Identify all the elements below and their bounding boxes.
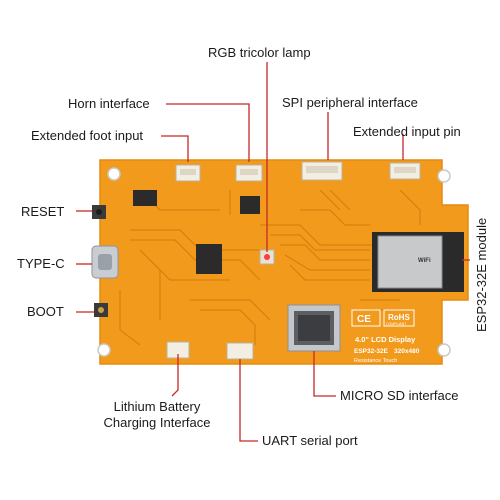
leader-horn <box>166 104 249 162</box>
label-lithium-line2: Charging Interface <box>82 416 232 430</box>
rohs-mark: RoHS <box>388 313 410 322</box>
board-model: ESP32-32E <box>354 348 389 355</box>
connector-ext-pin <box>390 163 420 179</box>
label-boot: BOOT <box>27 305 64 319</box>
rohs-sub: COMPLIANT <box>386 322 407 326</box>
microsd-slot <box>288 305 340 351</box>
ic-rgb-driver <box>240 196 260 214</box>
label-typec: TYPE-C <box>17 257 65 271</box>
label-uart: UART serial port <box>262 434 358 448</box>
label-ext-pin: Extended input pin <box>353 125 461 139</box>
mounting-hole-bl <box>98 344 110 356</box>
label-rgb-lamp: RGB tricolor lamp <box>208 46 311 60</box>
label-ext-foot: Extended foot input <box>31 129 143 143</box>
label-microsd: MICRO SD interface <box>340 389 458 403</box>
ic-center <box>196 244 222 274</box>
leader-ext-foot <box>161 136 188 162</box>
connector-ext-foot <box>176 165 200 181</box>
ce-mark: CE <box>357 314 371 325</box>
label-lithium-line1: Lithium Battery <box>82 400 232 414</box>
mounting-hole-br <box>438 344 450 356</box>
board-display-title: 4.0" LCD Display <box>355 335 416 344</box>
wifi-logo: WiFi <box>418 258 431 264</box>
connector-horn <box>236 165 262 181</box>
mounting-hole-tl <box>108 168 120 180</box>
boot-button <box>94 303 108 317</box>
connector-uart <box>227 343 253 359</box>
label-esp-module: ESP32-32E module <box>474 218 489 332</box>
label-reset: RESET <box>21 205 64 219</box>
label-horn: Horn interface <box>68 97 150 111</box>
typec-port <box>92 246 118 278</box>
label-spi: SPI peripheral interface <box>282 96 418 110</box>
rgb-lamp <box>260 250 274 264</box>
board-touch: Resistance Touch <box>354 358 397 364</box>
leader-uart <box>240 359 258 441</box>
board-resolution: 320x480 <box>394 348 420 355</box>
mounting-hole-tr <box>438 170 450 182</box>
ic-top-left <box>133 190 157 206</box>
connector-spi <box>302 162 342 180</box>
reset-button <box>92 205 106 219</box>
